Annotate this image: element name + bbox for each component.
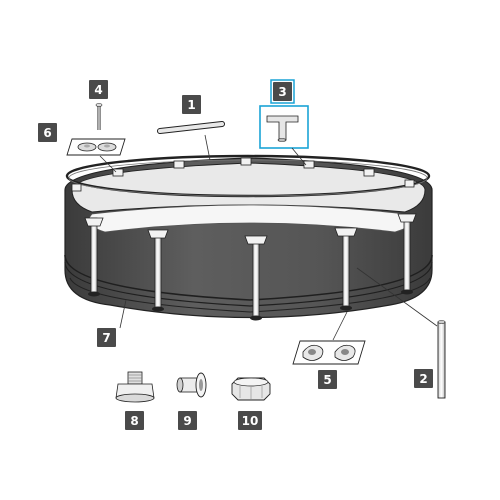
strainer-connector-part (176, 372, 207, 398)
badge-1: 1 (182, 95, 201, 114)
badge-3: 3 (270, 79, 295, 104)
t-joint-part (259, 105, 309, 166)
svg-text:2: 2 (419, 372, 427, 386)
pin-part (95, 103, 103, 130)
svg-text:10: 10 (242, 414, 259, 428)
leg-front-2 (147, 229, 169, 312)
svg-text:6: 6 (43, 126, 51, 140)
seal-caps-part (66, 138, 126, 173)
badge-2: 2 (414, 369, 433, 388)
leg-part (356, 267, 446, 399)
svg-text:5: 5 (323, 373, 331, 387)
leg-front-1 (84, 217, 104, 297)
svg-text:4: 4 (94, 83, 102, 97)
badge-7: 7 (97, 328, 116, 347)
badge-6: 6 (38, 123, 57, 142)
drain-valve-part (115, 371, 155, 403)
beam-part (157, 121, 225, 161)
svg-text:1: 1 (187, 98, 195, 112)
svg-text:3: 3 (278, 85, 286, 99)
leg-front-3 (244, 235, 268, 321)
leg-caps-part (292, 311, 366, 365)
pool-legs (84, 213, 417, 321)
svg-text:8: 8 (130, 414, 138, 428)
badge-10: 10 (238, 411, 262, 430)
rim-joints (71, 157, 415, 192)
nut-part (231, 377, 271, 401)
svg-text:9: 9 (183, 414, 191, 428)
badge-9: 9 (178, 411, 197, 430)
leg-front-5 (397, 213, 417, 295)
liner-leader (119, 299, 127, 329)
badge-8: 8 (125, 411, 144, 430)
badge-4: 4 (89, 80, 108, 99)
badge-5: 5 (318, 370, 337, 389)
svg-text:7: 7 (102, 331, 110, 345)
leg-front-4 (334, 227, 358, 311)
